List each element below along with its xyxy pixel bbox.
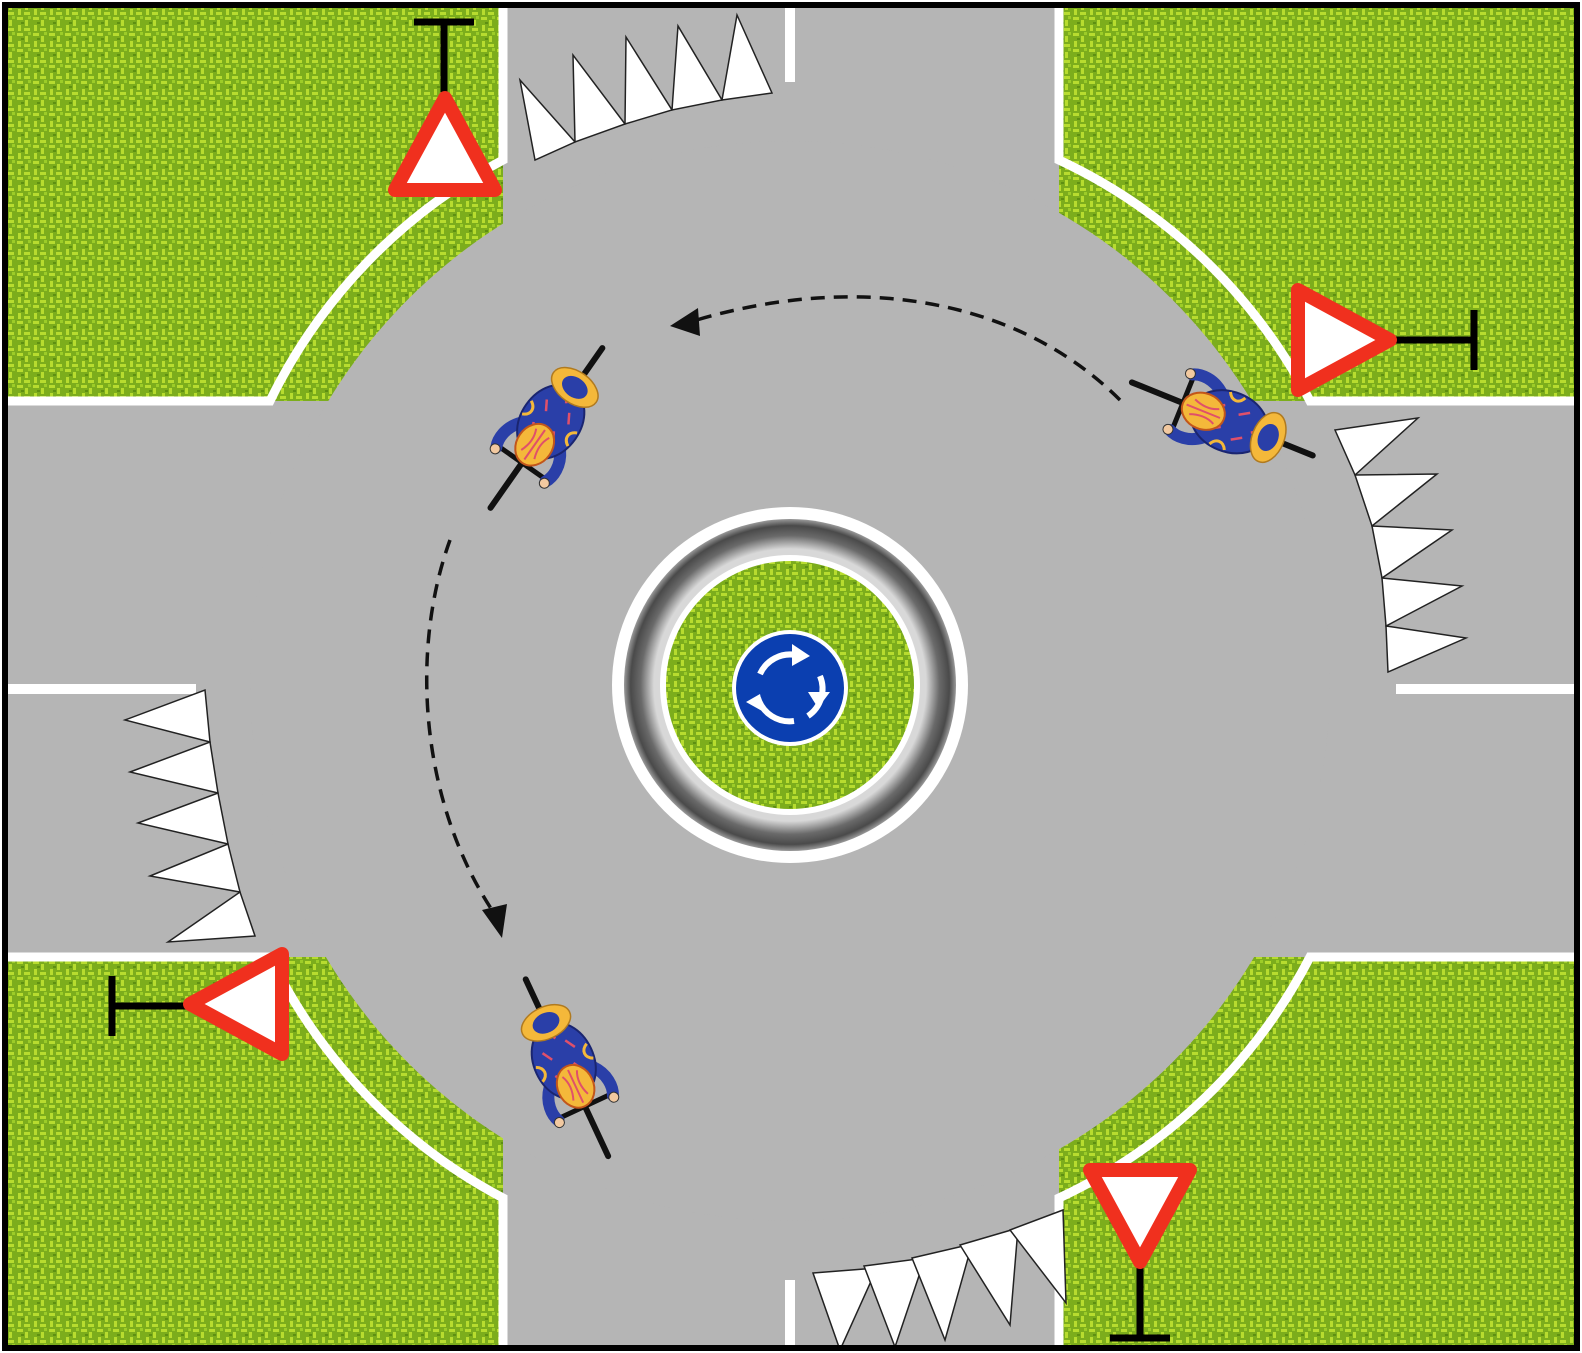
roundabout-sign-icon	[732, 630, 848, 746]
